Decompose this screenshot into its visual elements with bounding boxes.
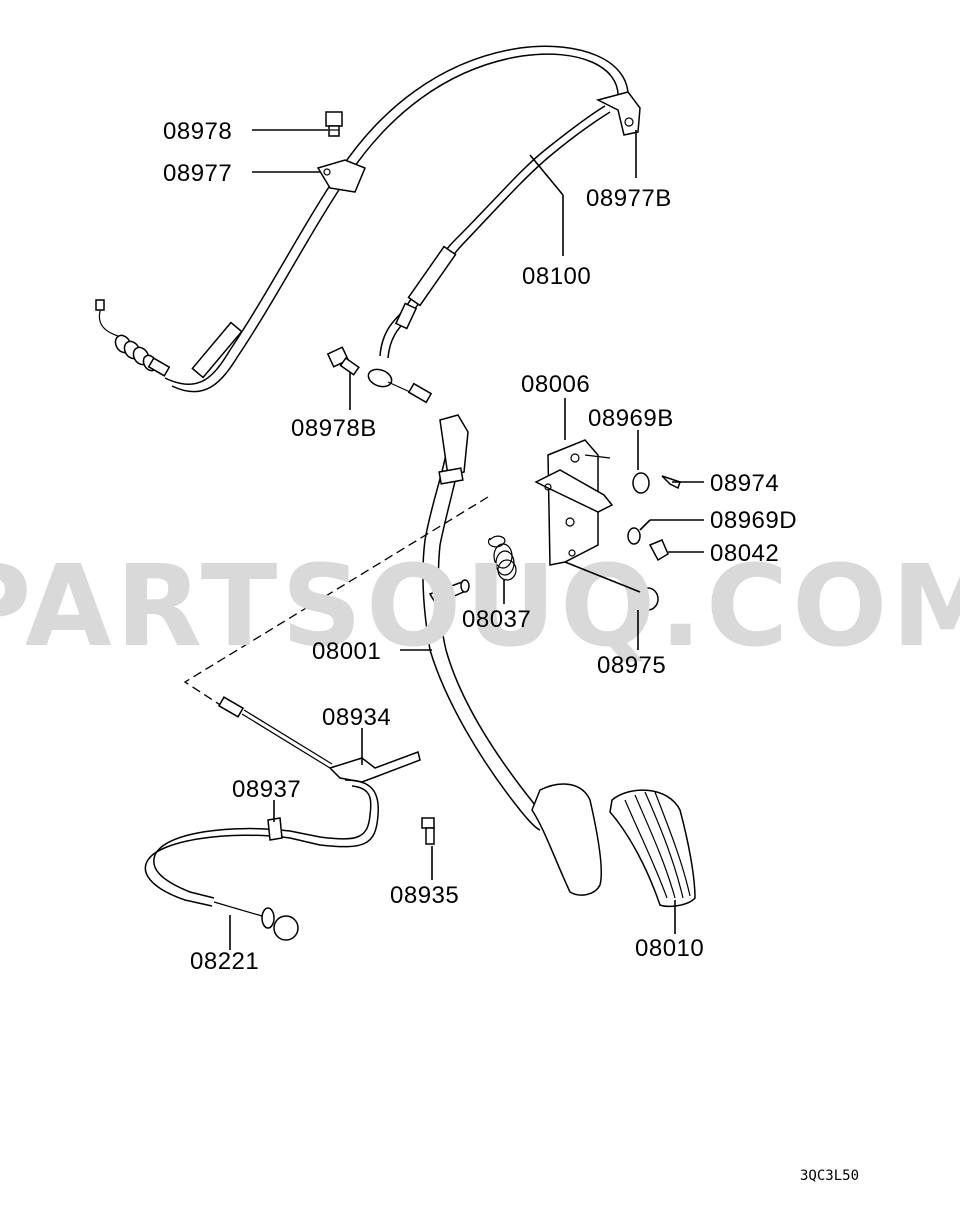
pedal-pad (531, 783, 603, 896)
label-08977B[interactable]: 08977B (586, 185, 672, 212)
clip-08937 (267, 817, 283, 841)
bolt-08935 (421, 817, 435, 845)
watermark: PARTSOUQ.COM (0, 542, 960, 672)
label-08100[interactable]: 08100 (522, 263, 591, 290)
label-08937[interactable]: 08937 (232, 776, 301, 803)
label-08978B[interactable]: 08978B (291, 415, 377, 442)
label-08969D[interactable]: 08969D (710, 507, 797, 534)
bracket-08977 (316, 159, 366, 193)
label-08974[interactable]: 08974 (710, 470, 779, 497)
bolt-08978B (326, 346, 360, 376)
cable-end-engine (95, 299, 171, 377)
pedal-cover-08010 (609, 789, 696, 908)
label-08978[interactable]: 08978 (163, 118, 232, 145)
pin-08974 (661, 475, 681, 490)
spring-08037 (488, 535, 517, 581)
label-08221[interactable]: 08221 (190, 948, 259, 975)
stopper-08042 (648, 539, 669, 562)
label-08042[interactable]: 08042 (710, 540, 779, 567)
accelerator-cable (95, 45, 641, 404)
bushing-08969B (632, 472, 650, 494)
label-08935[interactable]: 08935 (390, 882, 459, 909)
bracket-08977B (595, 91, 641, 136)
label-08006[interactable]: 08006 (521, 371, 590, 398)
pedal-bracket-08006 (534, 439, 614, 566)
cable-end-pedal (367, 368, 433, 404)
label-08977[interactable]: 08977 (163, 160, 232, 187)
bushing-08969D (627, 527, 641, 545)
hand-throttle-cable (144, 696, 421, 941)
label-08010[interactable]: 08010 (635, 935, 704, 962)
label-08037[interactable]: 08037 (462, 606, 531, 633)
label-08934[interactable]: 08934 (322, 704, 391, 731)
label-08969B[interactable]: 08969B (588, 405, 674, 432)
part-labels: 08978 08977 08977B 08100 08978B 08006 08… (163, 118, 797, 975)
label-08001[interactable]: 08001 (312, 638, 381, 665)
bolt-08978 (325, 111, 343, 137)
label-08975[interactable]: 08975 (597, 652, 666, 679)
leader-lines (229, 129, 704, 950)
diagram-code: 3QC3L50 (800, 1168, 859, 1184)
nut-08975 (637, 587, 659, 611)
